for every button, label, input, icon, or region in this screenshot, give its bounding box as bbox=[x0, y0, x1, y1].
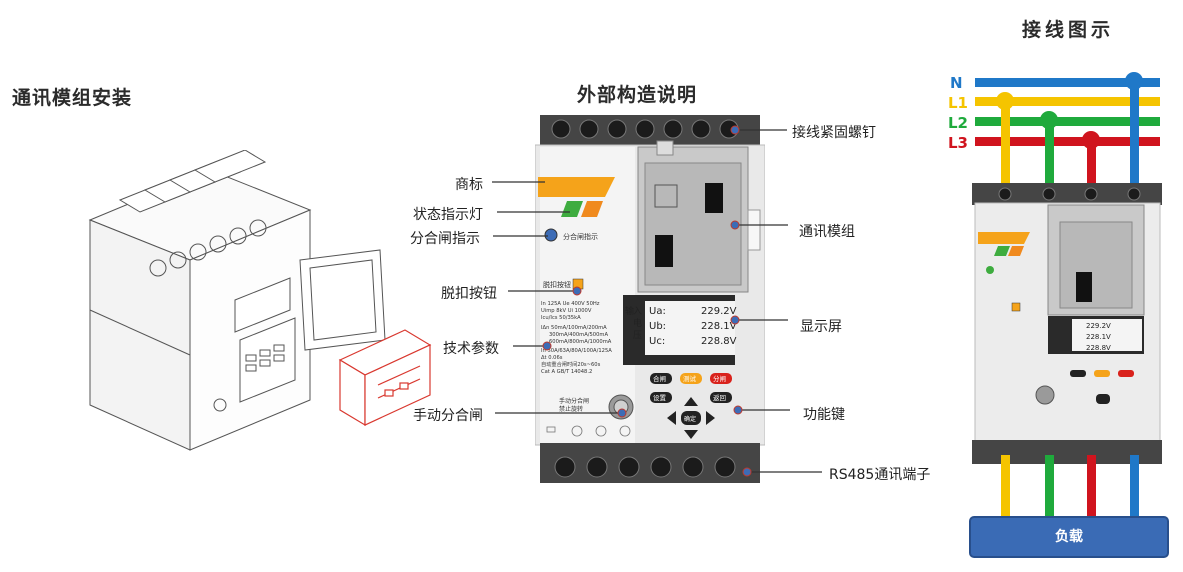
bus-line-l2 bbox=[975, 117, 1160, 126]
spec-line: In 125A Ue 400V 50Hz bbox=[541, 301, 600, 307]
bus-line-l3 bbox=[975, 137, 1160, 146]
wire-label-l3: L3 bbox=[948, 134, 968, 152]
spec-line: Icu/Ics 50/35kA bbox=[541, 315, 581, 321]
trip-label-text: 脱扣按钮 bbox=[543, 280, 571, 289]
spec-line: 600mA/800mA/1000mA bbox=[549, 339, 612, 345]
spec-line: IΔn 50mA/100mA/200mA bbox=[541, 325, 607, 331]
title-structure: 外部构造说明 bbox=[577, 84, 698, 106]
spec-line: Δt 0.06s bbox=[541, 355, 563, 361]
open-key-label: 分闸 bbox=[713, 374, 726, 383]
small-display-row-value: 228.8V bbox=[1086, 344, 1111, 352]
callout-status-led: 状态指示灯 bbox=[413, 207, 483, 223]
bus-line-l1 bbox=[975, 97, 1160, 106]
display-row-name: Ua: bbox=[649, 306, 666, 317]
load-box: 负载 bbox=[969, 516, 1169, 558]
spec-line: 300mA/400mA/500mA bbox=[549, 332, 608, 338]
callout-logo: 商标 bbox=[455, 177, 483, 193]
callout-comm-module: 通讯模组 bbox=[799, 224, 855, 240]
ok-key-label: 确定 bbox=[684, 415, 696, 423]
display-side-label-char: 电 bbox=[633, 317, 642, 329]
test-key-label: 测试 bbox=[683, 374, 697, 383]
callout-tech-params: 技术参数 bbox=[443, 341, 499, 357]
display-row-name: Uc: bbox=[649, 336, 665, 347]
wire-label-l1: L1 bbox=[948, 94, 968, 112]
back-key-label: 返回 bbox=[713, 394, 726, 402]
display-side-label-char: 压 bbox=[633, 330, 642, 341]
callout-terminal-screw: 接线紧固螺钉 bbox=[792, 125, 876, 141]
small-display-row-value: 228.1V bbox=[1086, 333, 1111, 341]
manual-text-1: 手动分合闸 bbox=[559, 397, 589, 405]
spec-line: Uimp 8kV Ui 1000V bbox=[541, 308, 592, 314]
display-row-value: 228.1V bbox=[701, 321, 737, 332]
display-row-value: 228.8V bbox=[701, 336, 737, 347]
spec-line: In 50A/63A/80A/100A/125A bbox=[541, 348, 612, 354]
callout-rs485: RS485通讯端子 bbox=[829, 467, 931, 483]
callout-manual-switch: 手动分合闸 bbox=[413, 408, 483, 424]
display-row-value: 229.2V bbox=[701, 306, 737, 317]
indicator-text: 分合闸指示 bbox=[563, 232, 598, 241]
display-side-label-0: 输 bbox=[625, 305, 634, 317]
wire-label-n: N bbox=[950, 74, 963, 92]
callout-on-off-indicator: 分合闸指示 bbox=[410, 231, 480, 247]
close-key-label: 合闸 bbox=[653, 374, 666, 383]
display-row-name: Ub: bbox=[649, 321, 666, 332]
display-side-label-char: 入 bbox=[633, 306, 642, 317]
title-module-install: 通讯模组安装 bbox=[12, 87, 133, 109]
callout-function-keys: 功能键 bbox=[803, 407, 845, 423]
title-wiring: 接线图示 bbox=[1022, 19, 1115, 41]
module-install-drawing bbox=[88, 150, 432, 451]
callout-display: 显示屏 bbox=[800, 319, 842, 335]
spec-line: Cat A GB/T 14048.2 bbox=[541, 369, 592, 375]
callout-trip-button: 脱扣按钮 bbox=[441, 286, 497, 302]
manual-text-2: 禁止旋转 bbox=[559, 405, 583, 413]
bus-line-n bbox=[975, 78, 1160, 87]
small-display-row-value: 229.2V bbox=[1086, 322, 1111, 330]
wire-label-l2: L2 bbox=[948, 114, 968, 132]
spec-line: 自动重合闸时间20s~60s bbox=[541, 360, 601, 368]
device-front-view: 分合闸指示 脱扣按钮 In 125A Ue 400V 50Hz Uimp 8kV… bbox=[535, 115, 765, 483]
set-key-label: 设置 bbox=[653, 393, 667, 402]
